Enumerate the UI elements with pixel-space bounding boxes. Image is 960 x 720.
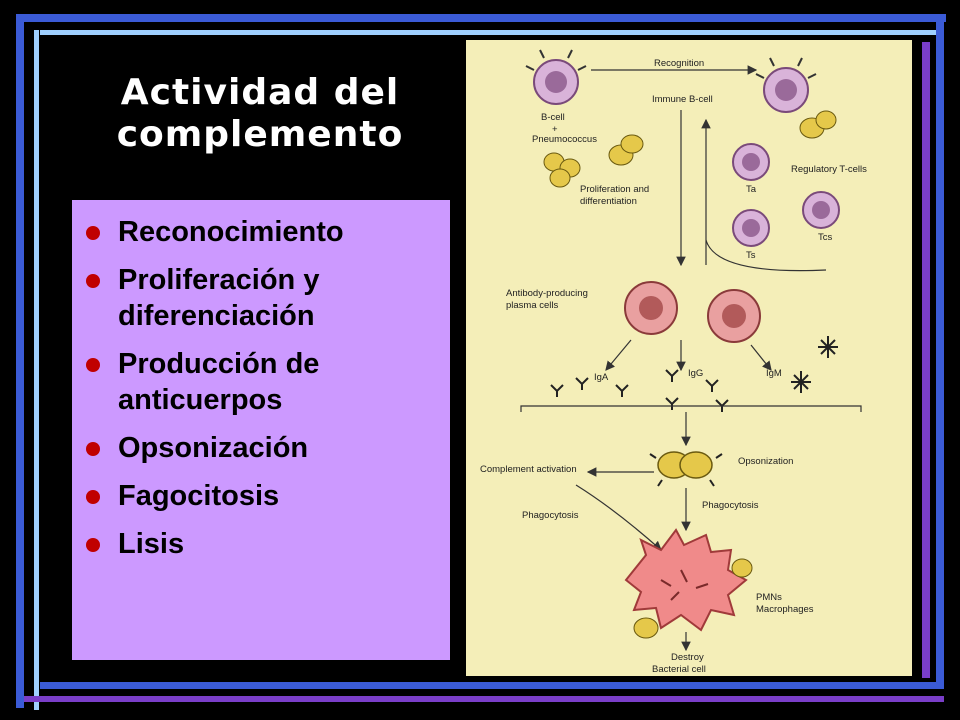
plasma-cells-icon	[624, 281, 761, 343]
antibodies-icon	[550, 369, 729, 412]
label-igg: IgG	[688, 368, 703, 379]
label-destroy: Destroy	[671, 652, 704, 663]
label-tcs: Tcs	[818, 232, 833, 243]
label-ta: Ta	[746, 184, 757, 195]
bullet-dot-icon	[86, 538, 100, 552]
label-igm: IgM	[766, 368, 782, 379]
label-regulatory-t-cells: Regulatory T-cells	[791, 164, 867, 175]
bracket	[520, 405, 862, 412]
label-opsonization: Opsonization	[738, 456, 793, 467]
bullet-dot-icon	[86, 358, 100, 372]
regulatory-t-cells-icon	[732, 143, 840, 247]
arrow-iga	[605, 339, 632, 371]
bullet-item: Producción de anticuerpos	[72, 346, 450, 418]
label-plus: +	[552, 124, 558, 135]
label-b-cell: B-cell	[541, 112, 565, 123]
label-complement-activation: Complement activation	[480, 464, 577, 475]
label-antibody-1: Antibody-producing	[506, 288, 588, 299]
bullet-item: Fagocitosis	[72, 478, 450, 514]
label-proliferation-2: differentiation	[580, 196, 637, 207]
arrow-igm	[750, 344, 772, 371]
macrophage-icon	[624, 528, 753, 639]
frame-bar-right-blue	[936, 22, 944, 682]
bullet-dot-icon	[86, 490, 100, 504]
label-macrophages: Macrophages	[756, 604, 814, 615]
slide-title: Actividad del complemento	[116, 72, 404, 155]
immune-response-diagram: Recognition B-cell + Pneumococcus Immune…	[466, 40, 912, 676]
frame-bar-top-inner	[40, 30, 940, 35]
curve-t-cells	[705, 239, 827, 272]
bullet-text: Proliferación y diferenciación	[118, 264, 320, 332]
bullet-text: Producción de anticuerpos	[118, 348, 320, 416]
bullet-list-box: Reconocimiento Proliferación y diferenci…	[72, 200, 450, 660]
label-phagocytosis-right: Phagocytosis	[702, 500, 759, 511]
bullet-dot-icon	[86, 442, 100, 456]
bullet-item: Reconocimiento	[72, 214, 450, 250]
label-proliferation-1: Proliferation and	[580, 184, 649, 195]
arrow-phagocytosis-left	[575, 484, 662, 551]
frame-bar-bottom-purple	[24, 696, 944, 702]
label-pneumococcus: Pneumococcus	[532, 134, 597, 145]
opsonized-bacterium-icon	[649, 451, 723, 487]
label-recognition: Recognition	[654, 58, 704, 69]
frame-bar-left-inner	[34, 30, 39, 710]
label-phagocytosis-left: Phagocytosis	[522, 510, 579, 521]
immune-b-cell-icon	[755, 57, 837, 139]
pneumococcus-icon	[543, 134, 644, 188]
bullet-text: Fagocitosis	[118, 480, 280, 512]
bullet-item: Lisis	[72, 526, 450, 562]
bullet-text: Opsonización	[118, 432, 309, 464]
bullet-text: Reconocimiento	[118, 216, 344, 248]
bullet-item: Opsonización	[72, 430, 450, 466]
label-bacterial-cell: Bacterial cell	[652, 664, 706, 675]
label-ts: Ts	[746, 250, 756, 261]
frame-bar-bottom	[40, 682, 944, 689]
bullet-dot-icon	[86, 274, 100, 288]
bullet-dot-icon	[86, 226, 100, 240]
label-pmns: PMNs	[756, 592, 782, 603]
frame-bar-left	[16, 14, 24, 708]
label-iga: IgA	[594, 372, 609, 383]
bullet-item: Proliferación y diferenciación	[72, 262, 450, 334]
b-cell-icon	[525, 49, 587, 105]
frame-bar-right-purple	[922, 42, 930, 678]
diagram-svg: Recognition B-cell + Pneumococcus Immune…	[480, 49, 867, 675]
label-immune-b-cell: Immune B-cell	[652, 94, 713, 105]
label-antibody-2: plasma cells	[506, 300, 559, 311]
frame-bar-top	[16, 14, 946, 22]
bullet-text: Lisis	[118, 528, 185, 560]
igm-pentamer-icon	[791, 336, 838, 393]
